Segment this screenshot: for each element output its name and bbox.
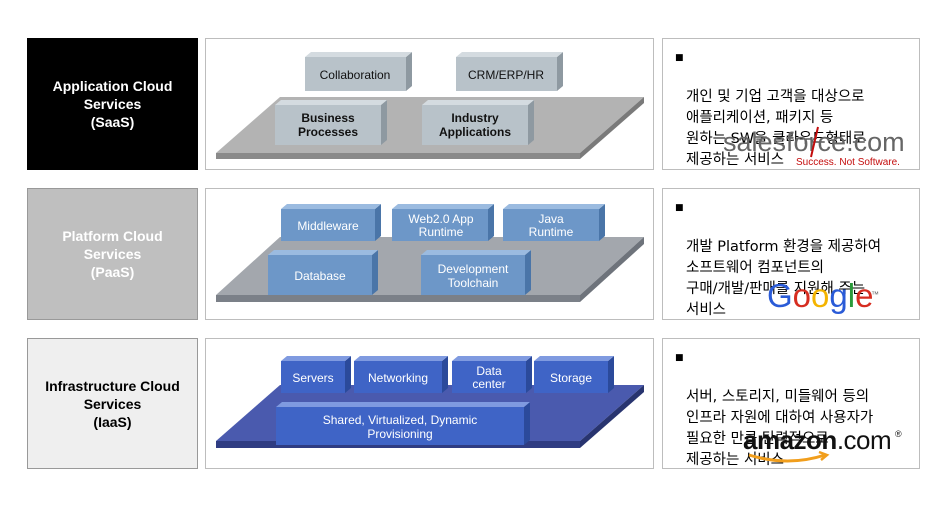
middleware-text: Middleware	[297, 219, 359, 233]
amazon-logo: amazon.com ®	[743, 425, 902, 463]
saas-description: ■ 개인 및 기업 고객을 대상으로 애플리케이션, 패키지 등 원하는 SW을…	[675, 45, 919, 192]
saas-label: Application Cloud Services (SaaS)	[27, 38, 198, 170]
industry-text-2: Applications	[439, 125, 511, 139]
industry-text-1: Industry	[451, 111, 499, 125]
svg-text:salesforce.com: salesforce.com	[723, 127, 905, 157]
paas-diagram: Middleware Web2.0 App Runtime Java Runti…	[205, 188, 654, 320]
business-text-2: Processes	[298, 125, 358, 139]
saas-diagram: Collaboration CRM/ERP/HR Business Proces…	[205, 38, 654, 170]
svg-text:Google: Google	[767, 277, 873, 314]
middleware-block: Middleware	[281, 204, 381, 241]
toolchain-text-2: Toolchain	[448, 276, 499, 290]
business-processes-block: Business Processes	[275, 100, 387, 145]
saas-description-box: ■ 개인 및 기업 고객을 대상으로 애플리케이션, 패키지 등 원하는 SW을…	[662, 38, 920, 170]
bullet-icon: ■	[675, 353, 684, 363]
collaboration-block: Collaboration	[305, 52, 412, 91]
database-text: Database	[294, 269, 346, 283]
iaas-diagram: Servers Networking Data center Storage S…	[205, 338, 654, 469]
svg-text:™: ™	[871, 290, 879, 299]
iaas-description-box: ■ 서버, 스토리지, 미들웨어 등의 인프라 자원에 대하여 사용자가 필요한…	[662, 338, 920, 469]
data-center-block: Data center	[452, 356, 532, 393]
salesforce-logo: salesforce.com Success. Not Software.	[723, 126, 905, 168]
crm-erp-hr-block: CRM/ERP/HR	[456, 52, 563, 91]
java-text-2: Runtime	[529, 225, 574, 239]
shared-text-1: Shared, Virtualized, Dynamic	[323, 413, 478, 427]
datacenter-text-1: Data	[476, 364, 502, 378]
shared-provisioning-block: Shared, Virtualized, Dynamic Provisionin…	[276, 402, 530, 445]
servers-text: Servers	[292, 371, 333, 385]
paas-description-box: ■ 개발 Platform 환경을 제공하여 소프트웨어 컴포넌트의 구매/개발…	[662, 188, 920, 320]
paas-label: Platform Cloud Services (PaaS)	[27, 188, 198, 320]
business-text-1: Business	[301, 111, 355, 125]
iaas-label: Infrastructure Cloud Services (IaaS)	[27, 338, 198, 469]
java-text-1: Java	[538, 212, 564, 226]
database-block: Database	[268, 250, 378, 295]
svg-text:amazon.com: amazon.com	[743, 425, 891, 455]
bullet-icon: ■	[675, 53, 684, 63]
shared-text-2: Provisioning	[367, 427, 432, 441]
google-logo: Google ™	[767, 277, 879, 314]
iaas-description: ■ 서버, 스토리지, 미들웨어 등의 인프라 자원에 대하여 사용자가 필요한…	[675, 345, 919, 492]
web20-runtime-block: Web2.0 App Runtime	[392, 204, 494, 241]
datacenter-text-2: center	[472, 377, 505, 391]
toolchain-text-1: Development	[438, 262, 509, 276]
development-toolchain-block: Development Toolchain	[421, 250, 531, 295]
paas-description: ■ 개발 Platform 환경을 제공하여 소프트웨어 컴포넌트의 구매/개발…	[675, 195, 919, 342]
storage-block: Storage	[534, 356, 614, 393]
servers-block: Servers	[281, 356, 351, 393]
salesforce-tagline: Success. Not Software.	[796, 157, 900, 168]
bullet-icon: ■	[675, 203, 684, 213]
crm-text: CRM/ERP/HR	[468, 68, 544, 82]
web20-text-1: Web2.0 App	[408, 212, 473, 226]
web20-text-2: Runtime	[419, 225, 464, 239]
networking-block: Networking	[354, 356, 448, 393]
industry-applications-block: Industry Applications	[422, 100, 534, 145]
storage-text: Storage	[550, 371, 592, 385]
networking-text: Networking	[368, 371, 428, 385]
java-runtime-block: Java Runtime	[503, 204, 605, 241]
collaboration-text: Collaboration	[320, 68, 391, 82]
svg-text:®: ®	[895, 429, 902, 439]
